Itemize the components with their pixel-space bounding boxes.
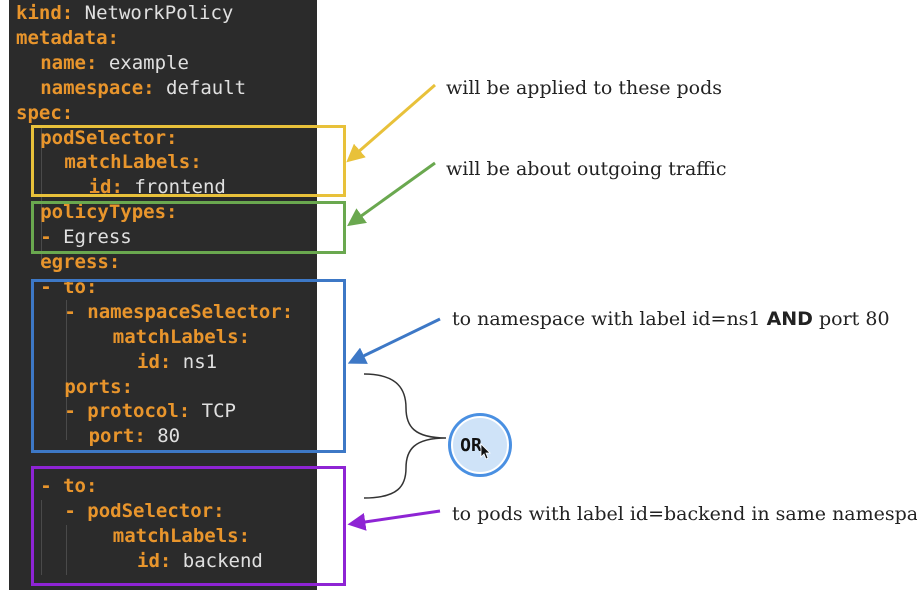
yaml-key: kind:	[16, 2, 74, 24]
code-line: matchLabels:	[113, 524, 250, 549]
yaml-value: default	[154, 76, 247, 99]
code-line: spec:	[16, 101, 73, 126]
yaml-key: matchLabels:	[112, 325, 251, 348]
yaml-key: policyTypes:	[40, 201, 178, 224]
yaml-key: egress:	[40, 251, 121, 273]
code-line: policyTypes:	[40, 200, 177, 225]
yaml-key: id:	[88, 176, 123, 199]
annotation-namespace-bold: AND	[766, 308, 813, 330]
namespace-rule-highlight	[31, 279, 346, 453]
annotation-pods: will be applied to these pods	[446, 77, 723, 99]
code-line: - Egress	[40, 225, 132, 250]
arrow-blue	[347, 317, 441, 364]
code-line: metadata:	[16, 26, 119, 51]
arrow-yellow	[346, 83, 436, 163]
annotation-backend: to pods with label id=backend in same na…	[452, 503, 917, 525]
yaml-key: podSelector:	[40, 126, 178, 149]
code-line: id: frontend	[89, 175, 226, 200]
yaml-key: port:	[88, 425, 146, 448]
yaml-key: matchLabels:	[64, 151, 202, 174]
yaml-value: ns1	[171, 350, 218, 373]
code-line: id: backend	[137, 549, 263, 574]
code-line: id: ns1	[137, 350, 217, 375]
or-bracket	[363, 373, 447, 499]
code-line: podSelector:	[40, 126, 177, 151]
code-line: name: example	[40, 51, 189, 76]
yaml-key: matchLabels:	[112, 524, 251, 547]
annotation-namespace: to namespace with label id=ns1 AND port …	[452, 307, 890, 331]
yaml-key: - protocol:	[64, 400, 191, 423]
code-line: namespace: default	[40, 76, 246, 101]
code-line: - to:	[40, 474, 97, 499]
pod-rule-highlight	[31, 466, 346, 586]
yaml-value: NetworkPolicy	[73, 2, 234, 24]
yaml-value: example	[97, 51, 189, 74]
code-line: - namespaceSelector:	[64, 300, 293, 325]
policy-types-highlight	[31, 201, 346, 254]
code-line: egress:	[40, 250, 120, 275]
indent-guide	[66, 525, 67, 575]
arrow-purple	[347, 509, 441, 531]
pod-selector-highlight	[31, 125, 346, 197]
annotation-namespace-prefix: to namespace with label id=ns1	[452, 308, 767, 330]
yaml-key: id:	[137, 549, 172, 572]
yaml-key: id:	[137, 350, 172, 373]
yaml-value: backend	[171, 549, 263, 572]
yaml-key: ports:	[64, 375, 134, 398]
indent-guide	[41, 500, 42, 575]
or-badge-label: OR	[460, 435, 482, 456]
yaml-key: - to:	[40, 475, 98, 498]
or-badge-inner	[451, 416, 509, 474]
code-line: - protocol: TCP	[64, 399, 236, 424]
yaml-key: - namespaceSelector:	[64, 300, 294, 323]
code-line: kind: NetworkPolicy	[16, 1, 233, 26]
indent-guide	[66, 300, 67, 440]
code-line: matchLabels:	[64, 150, 201, 175]
yaml-value: Egress	[63, 226, 132, 249]
code-panel	[9, 0, 317, 590]
annotation-namespace-suffix: port 80	[812, 308, 890, 330]
code-line: - podSelector:	[64, 499, 224, 524]
yaml-key: spec:	[16, 101, 74, 124]
yaml-value: frontend	[122, 176, 226, 199]
yaml-key: name:	[40, 51, 98, 74]
yaml-key: namespace:	[40, 76, 155, 99]
yaml-key: - podSelector:	[64, 500, 225, 522]
annotation-traffic: will be about outgoing traffic	[446, 158, 727, 180]
yaml-value: 80	[145, 425, 181, 448]
cursor-icon	[480, 443, 491, 460]
code-line: ports:	[64, 375, 133, 400]
yaml-key: metadata:	[16, 26, 119, 49]
yaml-key: -	[40, 226, 64, 249]
code-line: port: 80	[89, 424, 181, 449]
yaml-value: TCP	[190, 400, 236, 423]
code-line: matchLabels:	[113, 325, 250, 350]
arrow-green	[347, 161, 436, 227]
